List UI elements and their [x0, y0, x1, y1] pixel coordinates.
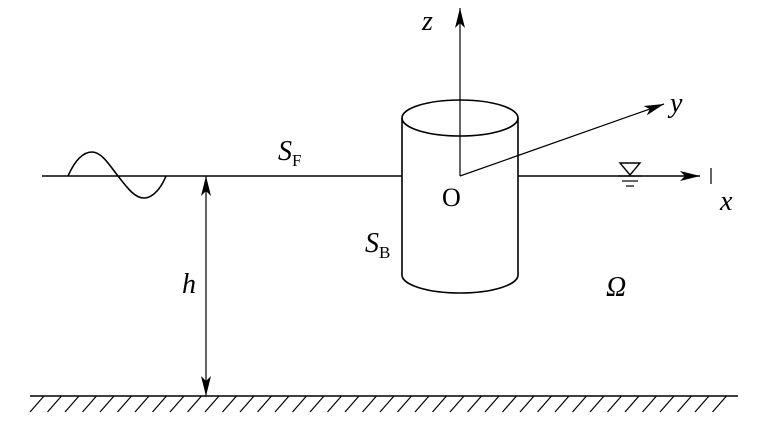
water-level-icon — [618, 162, 642, 187]
z-axis-label: z — [421, 6, 433, 37]
y-axis-label: y — [667, 88, 683, 119]
body-surface-label: SB — [365, 228, 390, 262]
seabed-hatching-icon — [29, 395, 738, 413]
y-axis — [459, 103, 665, 177]
origin-label: O — [442, 183, 461, 212]
free-surface-label: SF — [278, 136, 301, 170]
wave-icon — [67, 151, 167, 199]
fluid-domain-label: Ω — [606, 272, 626, 303]
depth-label: h — [182, 269, 196, 300]
x-axis-label: x — [719, 186, 733, 217]
